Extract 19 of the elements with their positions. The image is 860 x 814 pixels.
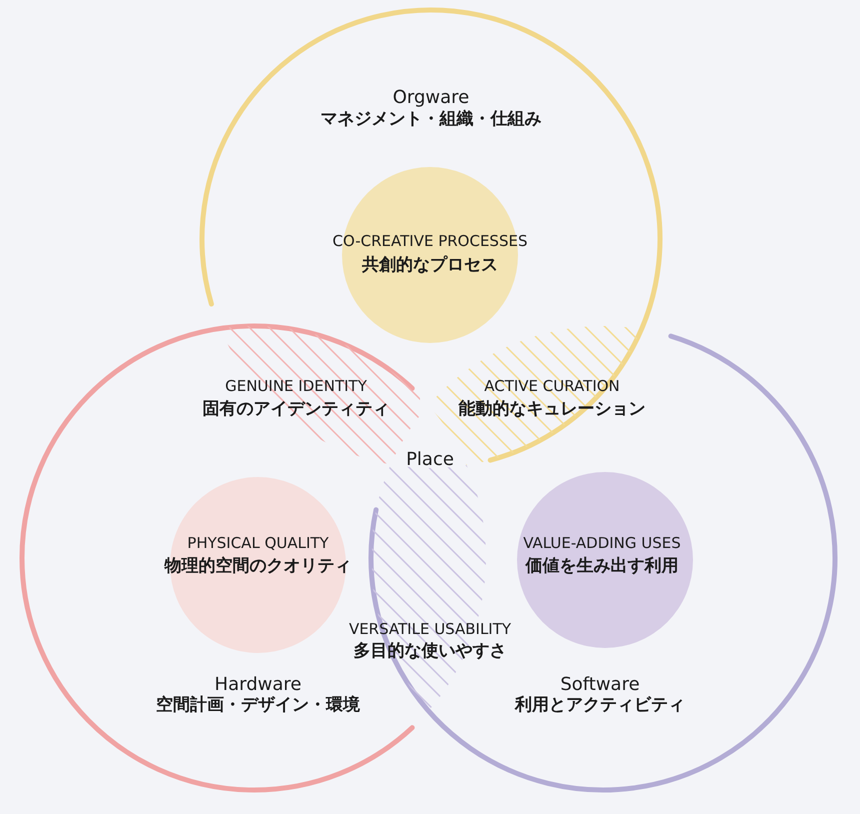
- circle-title: Orgware: [392, 88, 470, 108]
- circle-title: Hardware: [214, 675, 302, 695]
- japanese-subtitle: 固有のアイデンティティ: [202, 400, 390, 419]
- japanese-subtitle: 能動的なキュレーション: [458, 400, 646, 419]
- japanese-subtitle: 空間計画・デザイン・環境: [156, 696, 360, 715]
- japanese-subtitle: 多目的な使いやすさ: [354, 642, 506, 661]
- english-title: ACTIVE CURATION: [484, 378, 620, 394]
- english-title: PHYSICAL QUALITY: [187, 535, 329, 552]
- center-label: Place: [406, 450, 454, 470]
- english-title: VALUE-ADDING USES: [523, 535, 681, 552]
- japanese-subtitle: 物理的空間のクオリティ: [164, 557, 352, 576]
- japanese-subtitle: 利用とアクティビティ: [515, 696, 685, 715]
- japanese-subtitle: 共創的なプロセス: [362, 256, 498, 275]
- english-title: VERSATILE USABILITY: [348, 621, 512, 638]
- english-title: CO-CREATIVE PROCESSES: [332, 233, 528, 250]
- japanese-subtitle: マネジメント・組織・仕組み: [320, 110, 542, 129]
- english-title: GENUINE IDENTITY: [225, 378, 367, 394]
- circle-title: Software: [560, 675, 640, 695]
- japanese-subtitle: 価値を生み出す利用: [526, 557, 678, 576]
